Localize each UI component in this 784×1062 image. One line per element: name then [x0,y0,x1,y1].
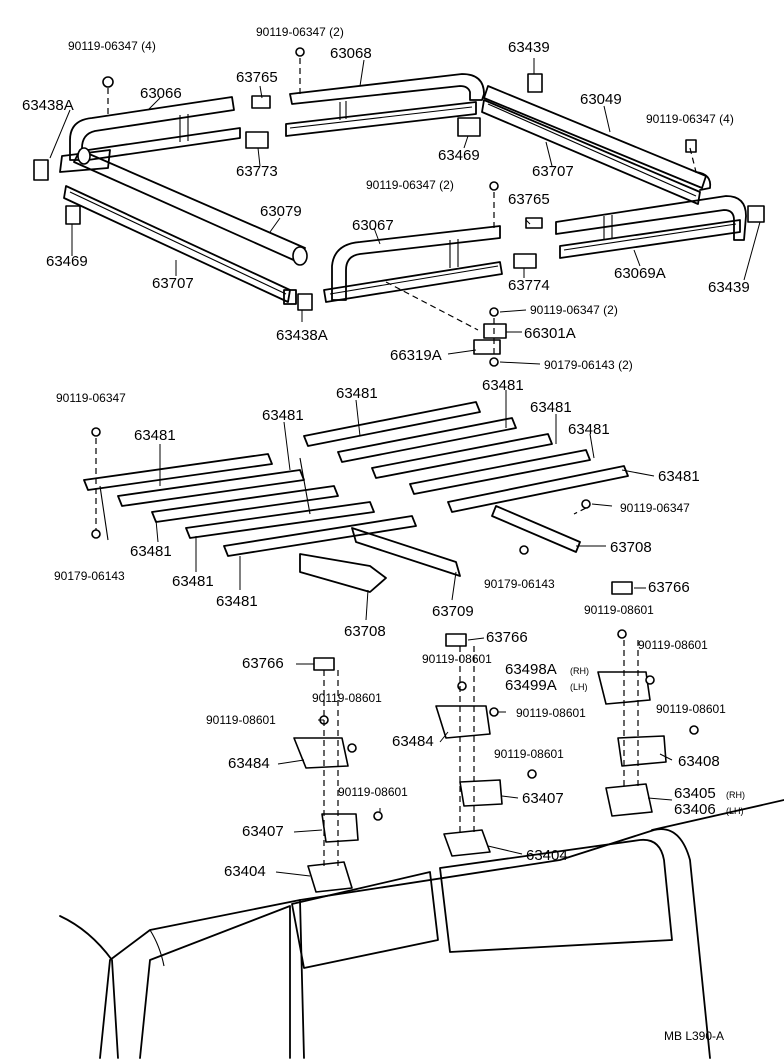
label-63708-center: 63708 [344,623,386,640]
label-63481-d: 63481 [262,407,304,424]
label-90179-06143-right: 90179-06143 [484,577,555,591]
label-90119-06347-slat-left: 90119-06347 [56,391,126,405]
rail-63067 [323,225,503,303]
label-63079: 63079 [260,203,302,220]
label-63481-c: 63481 [530,399,572,416]
slats-right [303,401,629,553]
rail-63069A [555,195,747,259]
brackets-left [293,657,383,893]
label-63438A-left: 63438A [22,97,74,114]
label-63481-a: 63481 [336,385,378,402]
label-90119-06347-4: 90119-06347 (4) [68,39,156,53]
brackets-right [597,581,699,817]
label-90119-06347-2-mid: 90119-06347 (2) [366,178,454,192]
label-63708-right: 63708 [610,539,652,556]
label-63766-mid: 63766 [486,629,528,646]
label-90119-08601-l1: 90119-08601 [312,691,382,705]
label-90119-06347-slat-right: 90119-06347 [620,501,690,515]
label-90119-08601-r1: 90119-08601 [584,603,654,617]
label-90119-08601-m3: 90119-08601 [494,747,564,761]
label-63406: 63406 [674,801,716,818]
label-63404-left: 63404 [224,863,266,880]
part-labels: 90119-06347 (4) 90119-06347 (2) 63068 63… [22,25,750,1043]
label-63481-h: 63481 [130,543,172,560]
label-90119-08601-m1: 90119-08601 [422,652,492,666]
crossbar-63079 [73,147,308,266]
leader-lines [49,58,761,877]
label-63408: 63408 [678,753,720,770]
label-63774: 63774 [508,277,550,294]
car-roof-outline [59,799,784,1059]
rail-63049 [481,85,712,205]
dashed-guides-top [107,58,697,358]
label-63407-left: 63407 [242,823,284,840]
label-63049: 63049 [580,91,622,108]
label-63439-top: 63439 [508,39,550,56]
label-63481-g: 63481 [658,468,700,485]
label-90119-08601-r3: 90119-08601 [656,702,726,716]
label-90119-06347-2-top: 90119-06347 (2) [256,25,344,39]
label-66301A: 66301A [524,325,576,342]
label-63499A-lh: (LH) [570,682,588,692]
label-90119-08601-l2: 90119-08601 [206,713,276,727]
bolts-middle [91,427,591,555]
label-90119-08601-m2: 90119-08601 [516,706,586,720]
label-63481-e: 63481 [568,421,610,438]
label-66319A: 66319A [390,347,442,364]
label-63765-mid: 63765 [508,191,550,208]
label-63469-top: 63469 [438,147,480,164]
label-63469-left: 63469 [46,253,88,270]
label-63707-right: 63707 [532,163,574,180]
rail-63707-left [63,185,297,305]
label-63484-mid: 63484 [392,733,434,750]
label-63407-mid: 63407 [522,790,564,807]
label-90179-06143-left: 90179-06143 [54,569,125,583]
label-63069A: 63069A [614,265,666,282]
label-63709: 63709 [432,603,474,620]
label-diagram-code: MB L390-A [664,1029,724,1043]
label-63067: 63067 [352,217,394,234]
label-63066: 63066 [140,85,182,102]
label-63406-lh: (LH) [726,806,744,816]
label-63481-b: 63481 [482,377,524,394]
label-63405-rh: (RH) [726,790,745,800]
label-63499A: 63499A [505,677,557,694]
rail-63068 [285,73,485,137]
label-90119-06347-4-right: 90119-06347 (4) [646,112,734,126]
label-63439-right: 63439 [708,279,750,296]
label-63765-top: 63765 [236,69,278,86]
label-63404-mid: 63404 [526,847,568,864]
label-63707-left: 63707 [152,275,194,292]
label-63766-right: 63766 [648,579,690,596]
label-63438A-bottom: 63438A [276,327,328,344]
label-63481-j: 63481 [216,593,258,610]
label-63481-f: 63481 [134,427,176,444]
label-63405: 63405 [674,785,716,802]
label-63766-left: 63766 [242,655,284,672]
slats-left [83,453,461,593]
label-90119-08601-l3: 90119-08601 [338,785,408,799]
label-90119-08601-r2: 90119-08601 [638,638,708,652]
label-63498A-rh: (RH) [570,666,589,676]
label-63484-left: 63484 [228,755,270,772]
label-63481-i: 63481 [172,573,214,590]
label-90119-06347-2-low: 90119-06347 (2) [530,303,618,317]
label-90179-06143-2: 90179-06143 (2) [544,358,633,372]
label-63498A: 63498A [505,661,557,678]
label-63068: 63068 [330,45,372,62]
small-clips [33,47,765,367]
label-63773: 63773 [236,163,278,180]
